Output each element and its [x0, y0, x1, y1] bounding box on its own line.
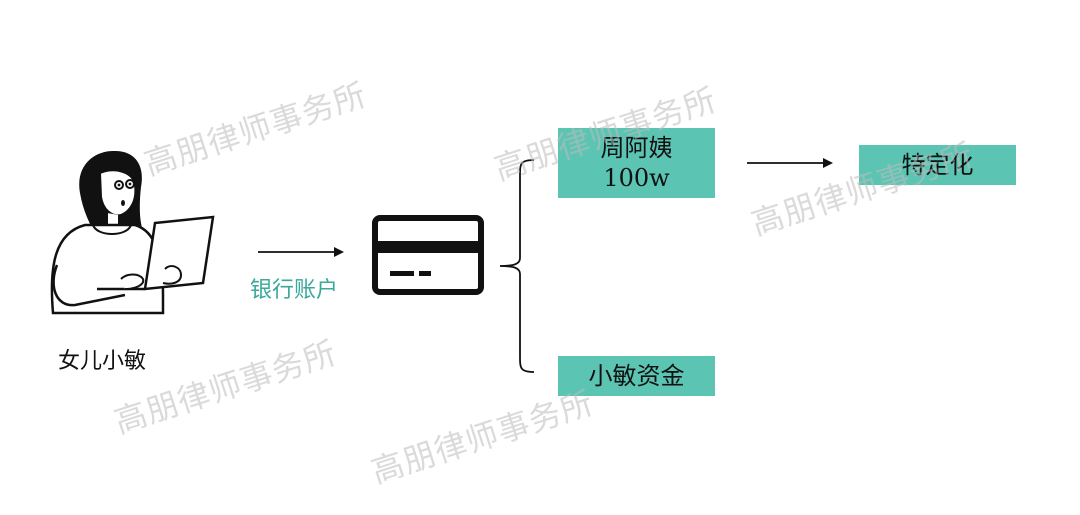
arrow-right-icon — [258, 247, 344, 257]
branch-bracket — [499, 159, 535, 373]
xiaomin-funds-box: 小敏资金 — [558, 356, 715, 396]
aunt-zhou-amount: 100w — [603, 164, 670, 192]
specification-box: 特定化 — [859, 145, 1016, 185]
person-with-laptop-icon — [50, 150, 215, 315]
xiaomin-funds-label: 小敏资金 — [588, 362, 685, 390]
specification-label: 特定化 — [901, 151, 974, 179]
arrow-right-icon-2 — [747, 158, 833, 168]
aunt-zhou-name: 周阿姨 — [600, 134, 673, 162]
aunt-zhou-box: 周阿姨 100w — [558, 128, 715, 198]
bank-card-icon — [372, 215, 484, 295]
arrow-label: 银行账户 — [250, 278, 339, 303]
person-label: 女儿小敏 — [58, 349, 147, 374]
